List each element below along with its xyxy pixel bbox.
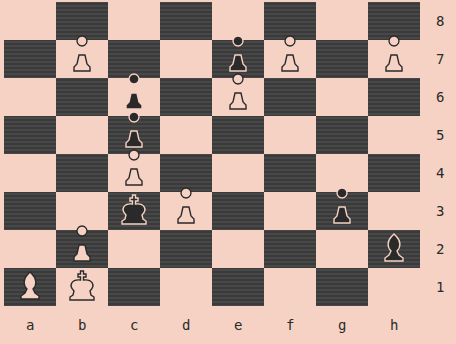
board-squares [4,2,420,306]
white-pawn-piece [386,36,402,71]
rank-label: 1 [436,280,444,294]
board-square [56,2,108,40]
white-pawn-piece [230,74,246,109]
board-square [264,268,316,306]
board-square [212,230,264,268]
file-label: b [78,318,86,332]
board-square [212,268,264,306]
board-square [212,2,264,40]
rank-label: 2 [436,242,444,256]
board-square [4,268,56,306]
black-pawn-piece [334,188,350,223]
rank-label: 3 [436,204,444,218]
board-square [4,154,56,192]
board-square [368,192,420,230]
board-square [56,116,108,154]
black-bishop-piece [385,234,403,261]
board-square [212,154,264,192]
board-square [264,154,316,192]
board-square [56,78,108,116]
board-square [108,40,160,78]
rank-label: 4 [436,166,444,180]
board-square [4,116,56,154]
board-square [316,230,368,268]
board-square [160,78,212,116]
board-square [212,192,264,230]
board-square [368,116,420,154]
board-square [160,40,212,78]
board-square [108,268,160,306]
file-label: d [182,318,190,332]
rank-label: 5 [436,128,444,142]
white-pawn-piece [74,226,90,261]
board-square [108,192,160,230]
board-square [108,230,160,268]
board-square [56,268,108,306]
board-square [160,2,212,40]
board-square [108,2,160,40]
board-square [264,192,316,230]
file-label: c [130,318,138,332]
board-square [212,116,264,154]
white-pawn-piece [126,150,142,185]
board-square [316,2,368,40]
black-king-piece [122,195,146,224]
board-square [264,2,316,40]
board-square [160,230,212,268]
black-pawn-piece [230,36,246,71]
board-square [264,116,316,154]
file-label: f [286,318,294,332]
board-square [56,192,108,230]
board-square [4,192,56,230]
board-square [160,154,212,192]
white-king-piece [70,271,94,300]
white-bishop-piece [21,272,39,299]
board-square [264,230,316,268]
black-pawn-piece [126,112,142,147]
rank-label: 6 [436,90,444,104]
file-label: h [390,318,398,332]
board-square [316,116,368,154]
file-label: a [26,318,34,332]
pieces [21,36,403,300]
board-square [160,268,212,306]
board-square [4,230,56,268]
board-square [56,154,108,192]
board-square [4,40,56,78]
rank-label: 7 [436,52,444,66]
board-square [368,154,420,192]
board-square [316,154,368,192]
board-square [160,116,212,154]
board-square [316,268,368,306]
board-square [316,78,368,116]
board-square [316,40,368,78]
board-square [368,78,420,116]
white-pawn-piece [282,36,298,71]
white-pawn-piece [178,188,194,223]
file-label: e [234,318,242,332]
board-square [4,2,56,40]
black-pawn-piece [126,74,142,109]
board-square [368,230,420,268]
board-square [368,268,420,306]
board-square [368,2,420,40]
board-square [4,78,56,116]
rank-label: 8 [436,14,444,28]
white-pawn-piece [74,36,90,71]
file-label: g [338,318,346,332]
board-square [264,78,316,116]
